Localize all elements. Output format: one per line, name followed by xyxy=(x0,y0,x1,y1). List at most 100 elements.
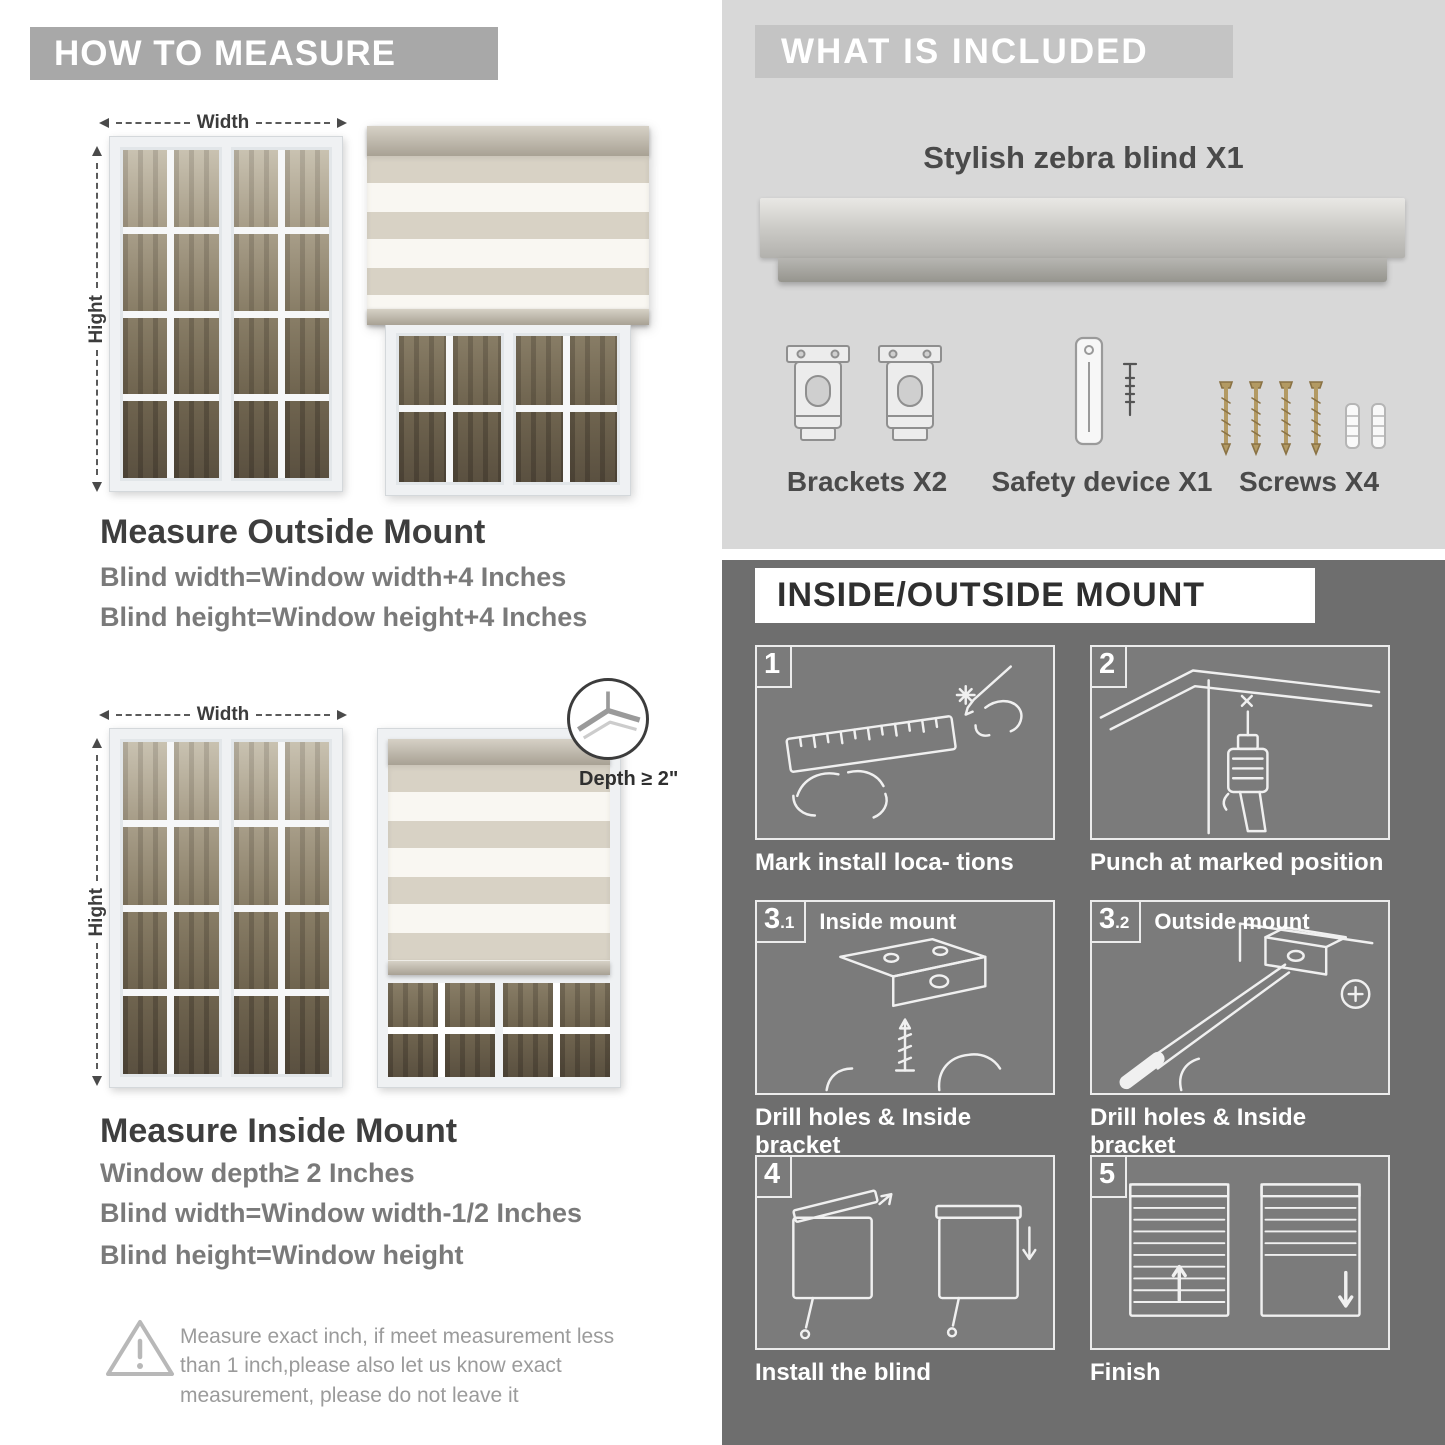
inside-formula-height: Blind height=Window height xyxy=(100,1240,464,1270)
step-number-badge: 4 xyxy=(755,1155,805,1199)
width-arrow: Width xyxy=(99,112,347,134)
finished-blinds-illustration xyxy=(1129,1183,1361,1317)
blind-fabric-stripes xyxy=(367,156,649,309)
window-glass-reflection xyxy=(284,401,329,478)
window-sash xyxy=(396,332,620,485)
window-glass-reflection xyxy=(123,317,168,395)
window-glass-reflection xyxy=(123,233,168,311)
window-glass-reflection xyxy=(233,233,278,311)
dashed-line xyxy=(96,163,98,288)
window-glass-reflection xyxy=(515,335,563,406)
step-number-sub: .2 xyxy=(1115,913,1130,932)
product-name: Stylish zebra blind X1 xyxy=(923,140,1244,175)
window-sash xyxy=(120,739,332,1077)
blind-fabric-stripes xyxy=(388,765,610,961)
step-label xyxy=(1127,1155,1140,1164)
measure-outside-title: Measure Outside Mount xyxy=(100,513,486,551)
window-pane xyxy=(503,983,610,1077)
window-glass-reflection xyxy=(560,983,610,1027)
window-glass-reflection xyxy=(233,826,278,905)
window-glass-reflection xyxy=(445,1033,495,1077)
depth-callout-circle xyxy=(567,678,649,760)
window-glass-reflection xyxy=(284,996,329,1074)
dashed-line xyxy=(96,755,98,881)
frame-corner-detail-icon xyxy=(577,691,641,740)
window-glass-reflection xyxy=(233,742,278,820)
dashed-line xyxy=(116,714,190,716)
window-glass-reflection xyxy=(233,317,278,395)
outside-bracket-illustration xyxy=(1119,922,1374,1092)
window-pane xyxy=(230,739,332,1077)
step-number-badge: 1 xyxy=(755,645,805,689)
step-number-badge: 3.2 Outside mount xyxy=(1090,900,1310,944)
step-number-badge: 3.1 Inside mount xyxy=(755,900,956,944)
window-glass-reflection xyxy=(233,150,278,227)
mount-instructions-section: INSIDE/OUTSIDE MOUNT 1 xyxy=(722,560,1445,1445)
mark-locations-illustration xyxy=(785,665,1023,819)
blind-headrail xyxy=(388,739,610,765)
height-arrow: Hight xyxy=(86,738,107,1087)
step-number: 3 xyxy=(764,903,781,935)
blind-headrail xyxy=(367,126,649,156)
window-glass-reflection xyxy=(515,412,563,482)
zebra-blind-inside-illustration xyxy=(377,728,621,1088)
window-glass-reflection xyxy=(174,401,219,478)
depth-note: Depth ≥ 2" xyxy=(579,768,679,790)
screws-icon xyxy=(1218,381,1386,457)
step-illustration-box: 5 xyxy=(1090,1155,1390,1350)
safety-device-label: Safety device X1 xyxy=(991,466,1213,497)
brackets-label: Brackets X2 xyxy=(786,466,948,497)
step-number: 1 xyxy=(764,648,781,680)
window-under-blind xyxy=(388,975,610,1077)
step-install-blind: 4 xyxy=(755,1155,1055,1387)
window-glass-reflection xyxy=(453,412,501,482)
window-glass-reflection xyxy=(284,826,329,905)
arrowhead-right xyxy=(337,118,347,128)
window-glass-reflection xyxy=(388,983,438,1027)
step-caption: Finish xyxy=(1090,1359,1161,1386)
window-under-blind xyxy=(385,324,631,496)
step-number: 5 xyxy=(1099,1158,1116,1190)
window-glass-reflection xyxy=(569,412,617,482)
inside-mount-figure: Width Hight xyxy=(85,678,678,1112)
window-glass-reflection xyxy=(174,826,219,905)
step-number: 3 xyxy=(1099,903,1116,935)
step-illustration-box: 3.1 Inside mount xyxy=(755,900,1055,1095)
outside-mount-figure: Width Hight xyxy=(85,98,665,500)
step-number: 4 xyxy=(764,1158,781,1190)
step-number-badge: 5 xyxy=(1090,1155,1140,1199)
step-label xyxy=(792,1155,805,1164)
step-caption: Drill holes & Inside bracket xyxy=(1090,1104,1307,1159)
what-is-included-banner: WHAT IS INCLUDED xyxy=(755,25,1233,78)
window-glass-reflection xyxy=(174,996,219,1074)
step-mark-locations: 1 xyxy=(755,645,1055,877)
window-glass-reflection xyxy=(284,911,329,990)
window-glass-reflection xyxy=(284,150,329,227)
drill-illustration xyxy=(1099,669,1381,835)
window-pane xyxy=(396,332,504,485)
window-glass-reflection xyxy=(233,996,278,1074)
window-glass-reflection xyxy=(123,150,168,227)
arrowhead-right xyxy=(337,710,347,720)
zebra-blind-outside-illustration xyxy=(367,126,649,496)
window-glass-reflection xyxy=(123,401,168,478)
step-label xyxy=(792,645,805,654)
safety-device-icon xyxy=(1074,336,1138,446)
measurement-warning-text: Measure exact inch, if meet measurement … xyxy=(180,1325,615,1407)
zebra-blind-valance-image xyxy=(778,258,1387,282)
mount-title: INSIDE/OUTSIDE MOUNT xyxy=(777,576,1206,614)
step-number-badge: 2 xyxy=(1090,645,1140,689)
window-glass-reflection xyxy=(174,233,219,311)
window-sash xyxy=(120,147,332,481)
step-finish: 5 Finish xyxy=(1090,1155,1390,1387)
height-label: Hight xyxy=(86,887,107,937)
window-glass-reflection xyxy=(174,150,219,227)
window-glass-reflection xyxy=(123,996,168,1074)
step-illustration-box: 2 xyxy=(1090,645,1390,840)
step-punch-position: 2 xyxy=(1090,645,1390,877)
screws-label: Screws X4 xyxy=(1238,466,1380,497)
window-pane xyxy=(388,983,495,1077)
step-number-sub: .1 xyxy=(780,913,795,932)
window-glass-reflection xyxy=(284,317,329,395)
